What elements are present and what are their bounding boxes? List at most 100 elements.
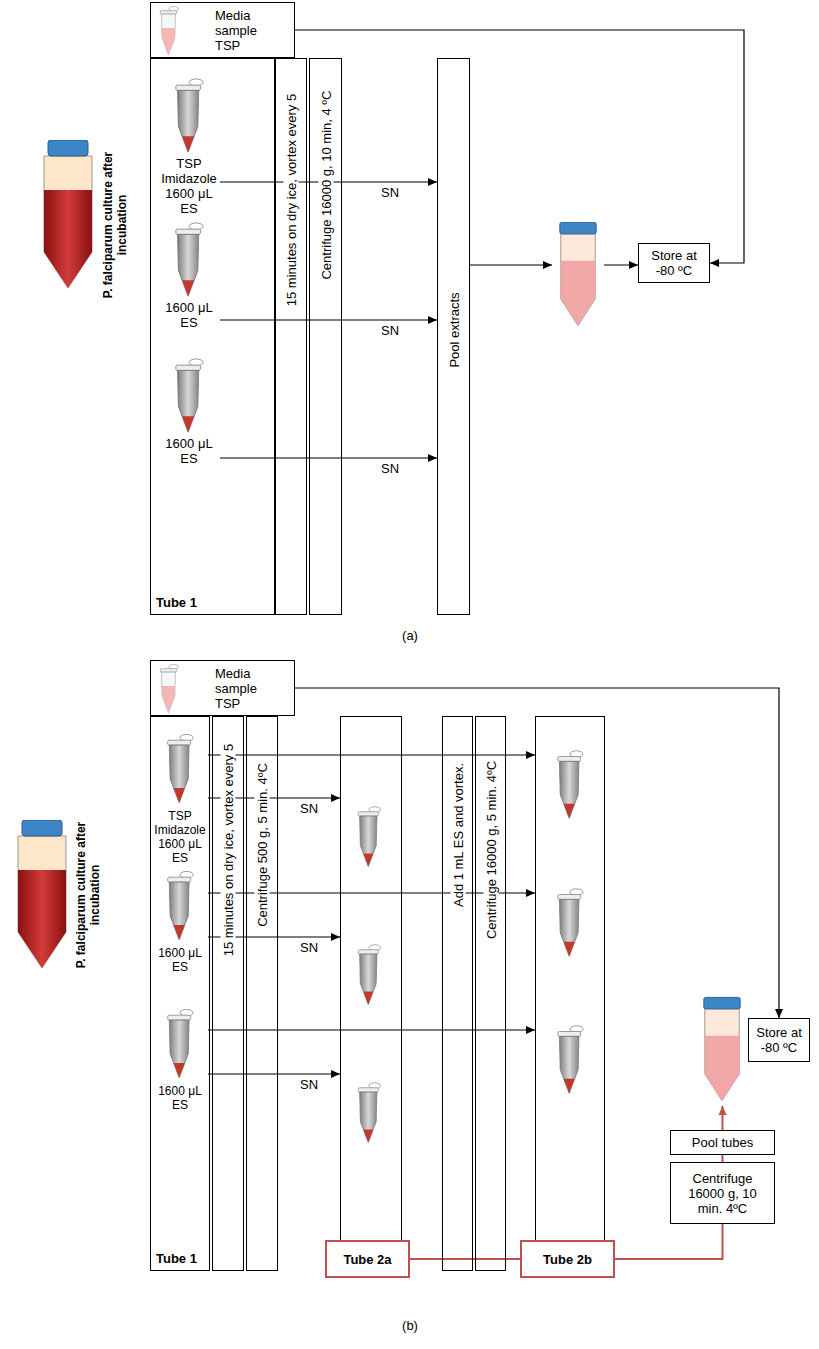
arrow-head (526, 889, 535, 897)
arrow-head (710, 259, 719, 267)
node-text: Centrifuge 16000 g, 5 min. 4ºC (483, 759, 498, 941)
arrow-connector (295, 688, 783, 1018)
edge-label: SN (379, 323, 401, 338)
process-box: Pool tubes (670, 1130, 775, 1155)
node-text: Tube 1 (156, 1251, 197, 1266)
arrow-head (428, 178, 437, 186)
step-bar: Centrifuge 16000 g, 5 min. 4ºC (475, 716, 506, 1271)
connector-line (208, 754, 535, 755)
step-bar: Pool extracts (437, 58, 470, 615)
step-bar: 15 minutes on dry ice, vortex every 5 (212, 716, 244, 1271)
pooled-tube (704, 997, 740, 1100)
panel-caption: (b) (402, 1318, 418, 1333)
media-tube-icon (160, 665, 178, 713)
arrow-connector (220, 454, 437, 462)
media-tube-icon (160, 7, 178, 55)
connector-line (722, 1155, 724, 1162)
storage-box: Store at -80 ºC (748, 1018, 810, 1062)
node-text: 1600 μL ES (158, 436, 220, 466)
node-text: TSP Imidazole 1600 μL ES (152, 809, 208, 865)
sample-tube: 1600 μL ES (152, 870, 208, 974)
connector-line (410, 1258, 520, 1260)
connector-line (615, 1224, 723, 1259)
tube-icon (358, 807, 380, 867)
arrow-head (428, 316, 437, 324)
arrow-head (526, 751, 535, 759)
arrow-connector (722, 1155, 723, 1162)
arrow-connector (208, 1026, 535, 1034)
sample-tube: 1600 μL ES (158, 222, 220, 330)
arrow-head (775, 1009, 783, 1018)
arrow-head (543, 261, 552, 269)
storage-box: Store at -80 ºC (638, 243, 710, 283)
tube-icon (558, 889, 583, 957)
arrow-connector (615, 1224, 723, 1259)
tube-group-box: Tube 2a (340, 716, 402, 1271)
tube-icon (358, 945, 380, 1005)
step-bar: 15 minutes on dry ice, vortex every 5 (275, 58, 307, 615)
connector-line (295, 30, 744, 263)
node-text: 1600 μL ES (152, 1084, 208, 1112)
arrow-connector (410, 1259, 520, 1260)
connector-line (208, 1073, 340, 1074)
tube-group-box: Tube 1TSP Imidazole 1600 μL ES1600 μL ES… (150, 58, 275, 615)
sample-tube: TSP Imidazole 1600 μL ES (158, 78, 220, 216)
tube-icon (176, 359, 203, 432)
connector-line (295, 688, 779, 1018)
media-sample-box: Media sample TSP (150, 660, 295, 716)
arrow-head (331, 1070, 340, 1078)
side-label: P. falciparum culture after incubation (74, 803, 102, 988)
step-bar: Centrifuge 500 g, 5 min. 4ºC (246, 716, 278, 1271)
edge-label: SN (298, 801, 320, 816)
node-text: Centrifuge 16000 g, 10 min. 4ºC (675, 1171, 770, 1216)
node-text: TSP Imidazole 1600 μL ES (158, 156, 220, 216)
arrow-connector (220, 316, 437, 324)
tube-icon (558, 751, 583, 819)
panel-caption: (a) (402, 628, 418, 643)
tube-icon (358, 1083, 380, 1143)
connector-line (220, 457, 437, 458)
arrow-head (428, 454, 437, 462)
arrow-connector (208, 1070, 340, 1078)
connector-line (470, 264, 552, 265)
culture-tube (44, 140, 92, 288)
edge-label: SN (379, 185, 401, 200)
pooled-tube (560, 222, 596, 325)
tube-icon (168, 871, 194, 939)
arrow-connector (719, 1106, 727, 1130)
arrow-connector (295, 30, 744, 267)
node-text: Media sample TSP (215, 666, 279, 711)
culture-tube (18, 820, 66, 968)
arrow-connector (470, 261, 638, 269)
media-sample-box: Media sample TSP (150, 2, 295, 58)
arrow-head (331, 933, 340, 941)
node-text: Tube 1 (156, 595, 197, 610)
node-text: Store at -80 ºC (643, 248, 705, 278)
connector-line (220, 319, 437, 320)
arrow-head (331, 794, 340, 802)
node-text: Pool tubes (692, 1135, 753, 1150)
sample-tube: 1600 μL ES (152, 1008, 208, 1112)
node-text: 15 minutes on dry ice, vortex every 5 (221, 742, 236, 958)
process-box: Centrifuge 16000 g, 10 min. 4ºC (670, 1162, 775, 1224)
node-text: 1600 μL ES (152, 946, 208, 974)
arrow-head (526, 1026, 535, 1034)
tube-icon (558, 1026, 583, 1094)
arrow-head (629, 261, 638, 269)
edge-label: SN (298, 940, 320, 955)
tube-icon (168, 734, 194, 802)
node-text: Media sample TSP (215, 8, 279, 53)
node-text: Tube 2b (520, 1240, 615, 1278)
node-text: Store at -80 ºC (753, 1025, 805, 1055)
sample-tube: TSP Imidazole 1600 μL ES (152, 733, 208, 865)
node-text: Pool extracts (446, 290, 461, 369)
edge-label: SN (298, 1077, 320, 1092)
tube-group-box: Tube 1 TSP Imidazole 1600 μL ES 1600 μL ES… (150, 716, 210, 1271)
edge-label: SN (379, 461, 401, 476)
tube-icon (168, 1009, 194, 1077)
sample-tube: 1600 μL ES (158, 358, 220, 466)
tube-icon (176, 223, 203, 296)
node-text: Centrifuge 16000 g, 10 min, 4 ºC (318, 88, 333, 281)
node-text: Add 1 mL ES and vortex. (450, 761, 465, 909)
node-text: 15 minutes on dry ice, vortex every 5 (284, 92, 299, 308)
